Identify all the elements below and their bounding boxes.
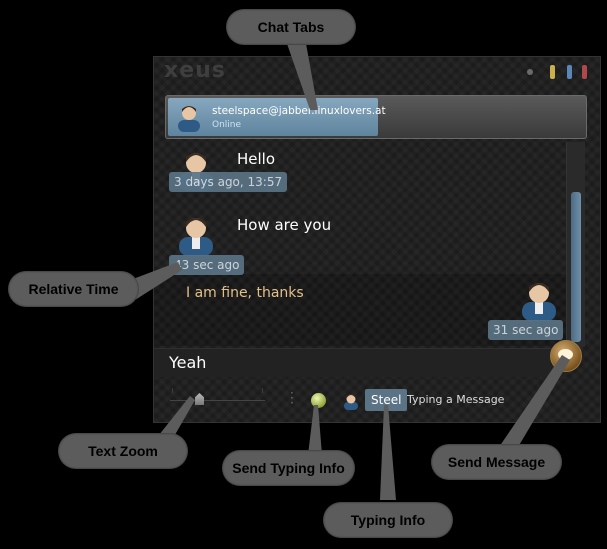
scrollbar-thumb[interactable] bbox=[571, 192, 581, 342]
send-message-pointer bbox=[497, 355, 570, 452]
message-text: How are you bbox=[237, 216, 332, 234]
chat-tab[interactable]: steelspace@jabber.linuxlovers.at Online bbox=[168, 98, 386, 136]
message-input[interactable]: Yeah bbox=[154, 348, 566, 377]
text-zoom-handle[interactable] bbox=[195, 393, 204, 405]
callout-typing-info: Typing Info bbox=[323, 502, 453, 538]
callout-send-typing-info: Send Typing Info bbox=[222, 450, 355, 486]
callout-text-zoom: Text Zoom bbox=[58, 433, 188, 469]
callout-relative-time: Relative Time bbox=[8, 271, 139, 307]
app-logo: xeus bbox=[164, 58, 226, 83]
title-bar: xeus bbox=[154, 57, 600, 87]
speech-bubble-icon bbox=[558, 349, 573, 360]
tab-contact-name: steelspace@jabber.linuxlovers.at bbox=[212, 105, 386, 117]
yellow-bar-icon[interactable] bbox=[550, 65, 555, 79]
minimize-dot-icon[interactable] bbox=[527, 69, 533, 75]
blue-bar-icon[interactable] bbox=[567, 65, 572, 79]
own-avatar-icon bbox=[522, 283, 556, 321]
contact-avatar-icon bbox=[179, 218, 213, 256]
typing-user-avatar-icon bbox=[344, 394, 358, 410]
send-typing-pointer bbox=[308, 405, 322, 455]
status-bar: ··· Steel Typing a Message bbox=[154, 379, 600, 422]
message-time: 31 sec ago bbox=[488, 320, 564, 340]
text-zoom-slider[interactable] bbox=[170, 400, 265, 401]
contact-avatar-icon bbox=[178, 106, 200, 132]
message-input-text: Yeah bbox=[169, 353, 207, 372]
callout-send-message: Send Message bbox=[431, 444, 562, 480]
separator-dots-icon: ··· bbox=[290, 386, 294, 410]
red-bar-icon[interactable] bbox=[582, 65, 587, 79]
text-zoom-pointer bbox=[155, 396, 195, 440]
message-text: Hello bbox=[237, 150, 276, 168]
chat-tabs-pointer bbox=[285, 38, 318, 110]
typing-info-pointer bbox=[380, 405, 396, 500]
chat-scrollbar[interactable] bbox=[566, 142, 585, 347]
typing-user-name: Steel bbox=[365, 389, 408, 411]
send-typing-info-button[interactable] bbox=[311, 393, 326, 408]
chat-tab-bar: steelspace@jabber.linuxlovers.at Online bbox=[165, 95, 587, 139]
chat-log: Hello 3 days ago, 13:57 How are you 43 s… bbox=[154, 142, 600, 347]
typing-info-text: Typing a Message bbox=[407, 393, 505, 406]
callout-chat-tabs: Chat Tabs bbox=[226, 9, 356, 45]
app-window: xeus steelspace@jabber.linuxlovers.at On… bbox=[153, 56, 601, 423]
relative-time-pointer bbox=[125, 262, 182, 300]
tab-contact-status: Online bbox=[212, 120, 242, 130]
message-text: I am fine, thanks bbox=[186, 285, 304, 301]
message-time: 3 days ago, 13:57 bbox=[169, 172, 288, 192]
message-time: 43 sec ago bbox=[169, 255, 245, 275]
